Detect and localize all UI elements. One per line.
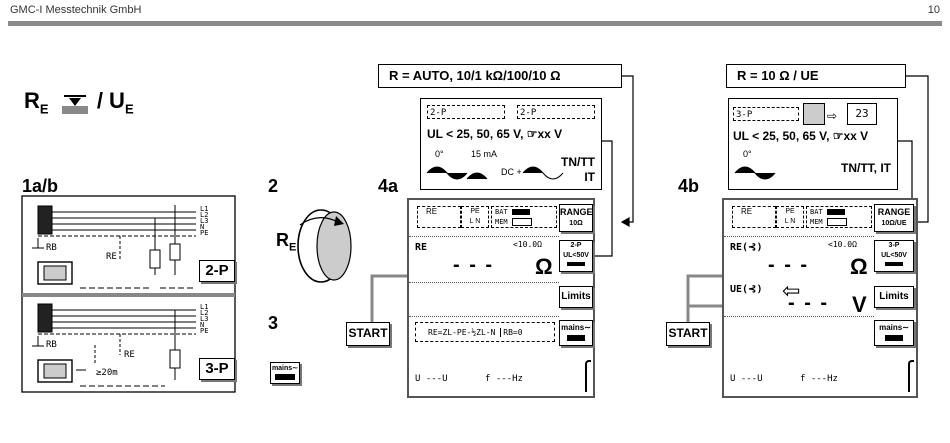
distance-label: ≥20m (96, 368, 118, 378)
net-a: TN/TT (561, 155, 595, 169)
rotary-label: RE (276, 230, 297, 254)
title-earth-icon (62, 95, 88, 114)
value-dashes-a: - - - (453, 254, 495, 276)
dc-plus-a: DC + (501, 167, 522, 177)
step-3-label: 3 (268, 313, 279, 333)
ul-line-b: UL < 25, 50, 65 V, ☞xx V (733, 129, 869, 143)
label-2p: 2-P (199, 260, 235, 282)
divider (409, 282, 559, 283)
ue-dashes-b: - - - (788, 292, 830, 314)
bottom-f-a: f ---Hz (485, 374, 523, 384)
bat-mem-a: BAT MEM (491, 206, 557, 228)
limits-key-a[interactable]: Limits (559, 286, 593, 308)
start-button-a[interactable]: START (346, 322, 390, 346)
rb-label-bottom: RB (46, 340, 57, 350)
limit-small-b: <10.0Ω (828, 240, 857, 249)
page-title: RE / UE (24, 88, 134, 117)
limit-small-a: <10.0Ω (513, 240, 542, 249)
bottom-f-b: f ---Hz (800, 374, 838, 384)
value-dashes-b: - - - (768, 254, 810, 276)
info-box-b: 3-P ⇨ 23 UL < 25, 50, 65 V, ☞xx V 0° TN/… (728, 98, 898, 190)
range-callout-a: R = AUTO, 10/1 kΩ/100/10 Ω (378, 64, 622, 88)
freq-deg-b: 0° (743, 149, 752, 159)
res-label-b: RE(⊰) (730, 242, 763, 253)
company-name: GMC-I Messtechnik GmbH (10, 4, 142, 16)
3p-probe-icon: 3-P (733, 107, 799, 121)
start-button-b[interactable]: START (666, 322, 710, 346)
rotary-knob-graphic (297, 209, 352, 283)
bottom-u-b: U ---U (730, 374, 763, 384)
divider (724, 316, 874, 317)
range-callout-b: R = 10 Ω / UE (726, 64, 906, 88)
waveform-icon-b (734, 166, 776, 180)
re-label-bottom: RE (124, 350, 135, 360)
back-arrow-icon: ⇦ (782, 278, 801, 303)
memory-icon (511, 218, 532, 226)
2p-plug-icon: 2-P (517, 105, 595, 119)
re-symbol-a: RE (417, 206, 461, 228)
header-rule (8, 21, 942, 26)
ue-unit-b: V (852, 292, 867, 317)
divider (409, 316, 559, 317)
unit-b: Ω (850, 254, 868, 279)
mains-key-step3[interactable]: mains∼ (270, 362, 300, 384)
battery-icon (511, 209, 530, 215)
mains-key-a[interactable]: mains∼ (559, 320, 593, 346)
re-label: RE (106, 252, 117, 262)
memory-icon (826, 218, 847, 226)
res-label-a: RE (415, 242, 428, 253)
ul-line-a: UL < 25, 50, 65 V, ☞xx V (427, 127, 563, 141)
step-4b-label: 4b (678, 176, 700, 196)
formula-box-a: RE=ZL-PE-½ZL-N RB=0 (415, 322, 555, 342)
bracket (908, 360, 914, 392)
step-1ab-label: 1a/b (22, 176, 59, 196)
page-number: 10 (927, 4, 940, 16)
info-box-a: 2-P 2-P UL < 25, 50, 65 V, ☞xx V 0° 15 m… (420, 98, 602, 190)
limits-key-b[interactable]: Limits (874, 286, 914, 308)
net2-a: IT (584, 170, 595, 184)
bat-mem-b: BAT MEM (806, 206, 872, 228)
divider (409, 236, 559, 237)
divider (724, 236, 874, 237)
re-symbol-b: RE (732, 206, 776, 228)
battery-icon (826, 209, 845, 215)
ue-label-b: UE(⊰) (730, 284, 763, 295)
2p-probe-icon: 2-P (427, 105, 505, 119)
unit-a: Ω (535, 254, 553, 279)
label-3p: 3-P (199, 358, 235, 380)
step-4a-label: 4a (378, 176, 399, 196)
waveform-icons-a (426, 166, 564, 180)
earth-key-icon (803, 103, 825, 125)
freq-ma-a: 15 mA (471, 149, 498, 159)
net-b: TN/TT, IT (841, 161, 891, 175)
rb-label: RB (46, 243, 57, 253)
freq-deg-a: 0° (435, 149, 444, 159)
arrow-right-icon: ⇨ (827, 109, 838, 123)
mains-key-b[interactable]: mains∼ (874, 320, 914, 346)
page-ref-icon: 23 (847, 103, 877, 125)
bottom-u-a: U ---U (415, 374, 448, 384)
bracket (585, 360, 591, 392)
step-2-label: 2 (268, 176, 279, 196)
